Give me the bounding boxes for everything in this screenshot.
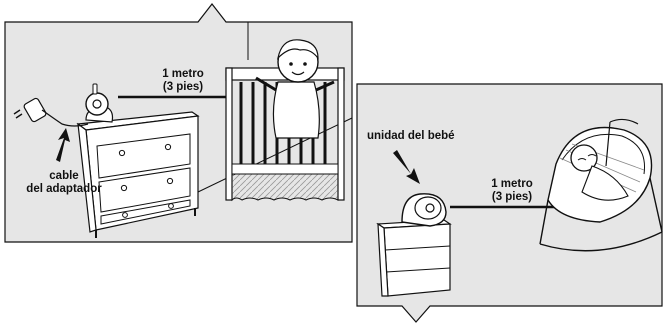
baby-standing: [255, 39, 335, 139]
cable-label-line2: del adaptador: [26, 183, 102, 195]
distance-label-bouncer-line1: 1 metro: [491, 178, 533, 190]
distance-label-bouncer-line2: (3 pies): [491, 191, 533, 203]
distance-label-nursery-line2: (3 pies): [162, 81, 204, 93]
nursery-panel: [4, 3, 353, 243]
baby-unit-arrow: [393, 150, 420, 184]
bouncer-panel: [356, 83, 663, 323]
dresser: [76, 111, 200, 238]
camera-unit: [85, 83, 114, 123]
distance-label-bouncer: 1 metro (3 pies): [480, 178, 544, 204]
cable-arrow: [56, 128, 70, 162]
baby-unit: [401, 193, 447, 227]
distance-label-nursery-line1: 1 metro: [162, 68, 204, 80]
baby-unit-label-text: unidad del bebé: [367, 130, 455, 142]
nightstand: [376, 219, 452, 297]
cable-label: cable del adaptador: [24, 170, 104, 196]
baby-unit-label: unidad del bebé: [367, 130, 455, 143]
power-adapter: [13, 97, 89, 127]
distance-label-nursery: 1 metro (3 pies): [151, 68, 215, 94]
baby-bouncer: [539, 118, 663, 252]
cable-label-line1: cable: [49, 170, 79, 182]
